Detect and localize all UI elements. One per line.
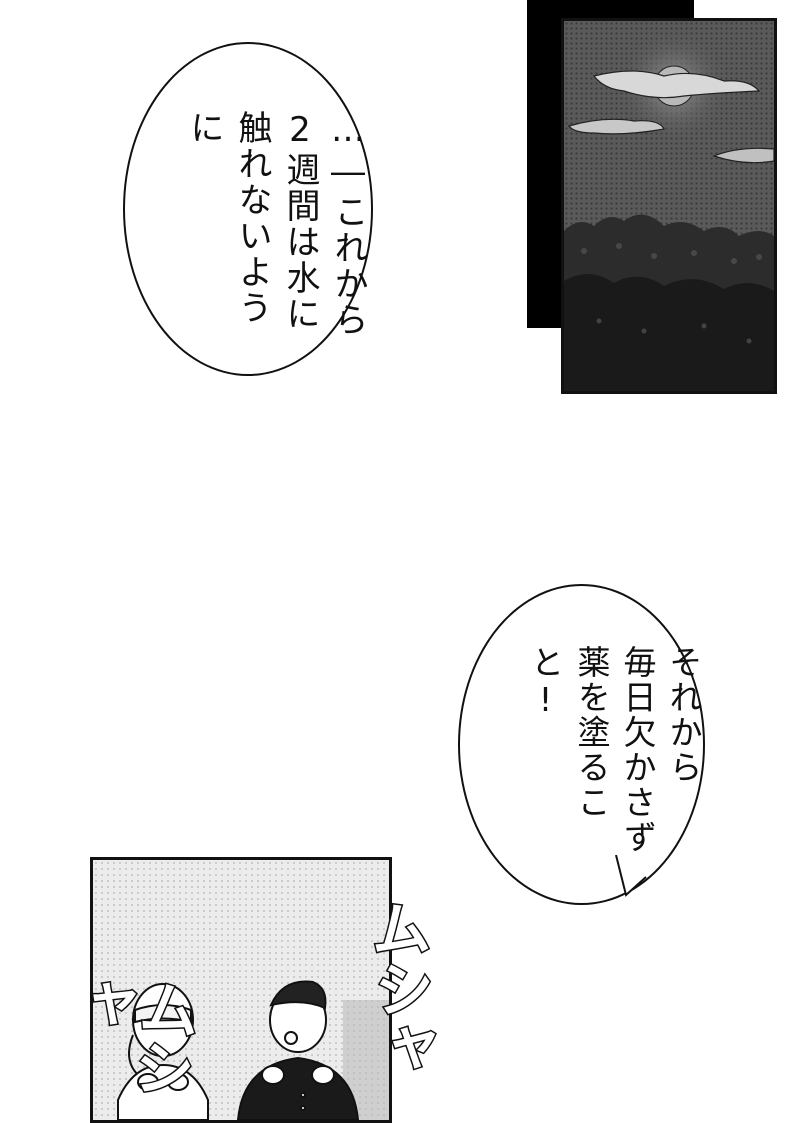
characters-illustration bbox=[117, 980, 389, 1120]
eating-panel bbox=[90, 857, 392, 1123]
speech-bubble bbox=[458, 584, 705, 905]
cloud bbox=[568, 118, 665, 135]
speech-line: 触れないように bbox=[184, 110, 272, 326]
sound-effect-text: ムシャ bbox=[356, 894, 441, 1081]
speech-bubble-tail bbox=[615, 855, 647, 897]
character-eating bbox=[236, 980, 360, 1120]
night-sky-illustration bbox=[564, 21, 774, 391]
speech-line: 薬を塗ること! bbox=[526, 645, 611, 820]
speech-line: 毎日欠かさず bbox=[618, 645, 657, 855]
cloud bbox=[592, 70, 761, 99]
night-sky-panel bbox=[561, 18, 777, 394]
speech-line: 2週間は水に bbox=[280, 110, 320, 332]
speech-text: それから 毎日欠かさず 薬を塗ること! bbox=[522, 645, 706, 865]
character-bandaged bbox=[117, 983, 209, 1120]
cloud bbox=[712, 147, 774, 164]
sound-effect-text: ムシャ bbox=[63, 968, 203, 1102]
speech-line: …―これから bbox=[328, 110, 368, 338]
trees-foreground bbox=[564, 273, 774, 391]
speech-text: …―これから 2週間は水に 触れないように bbox=[180, 110, 372, 360]
speech-bubble bbox=[123, 42, 373, 376]
speech-line: それから bbox=[664, 645, 703, 785]
